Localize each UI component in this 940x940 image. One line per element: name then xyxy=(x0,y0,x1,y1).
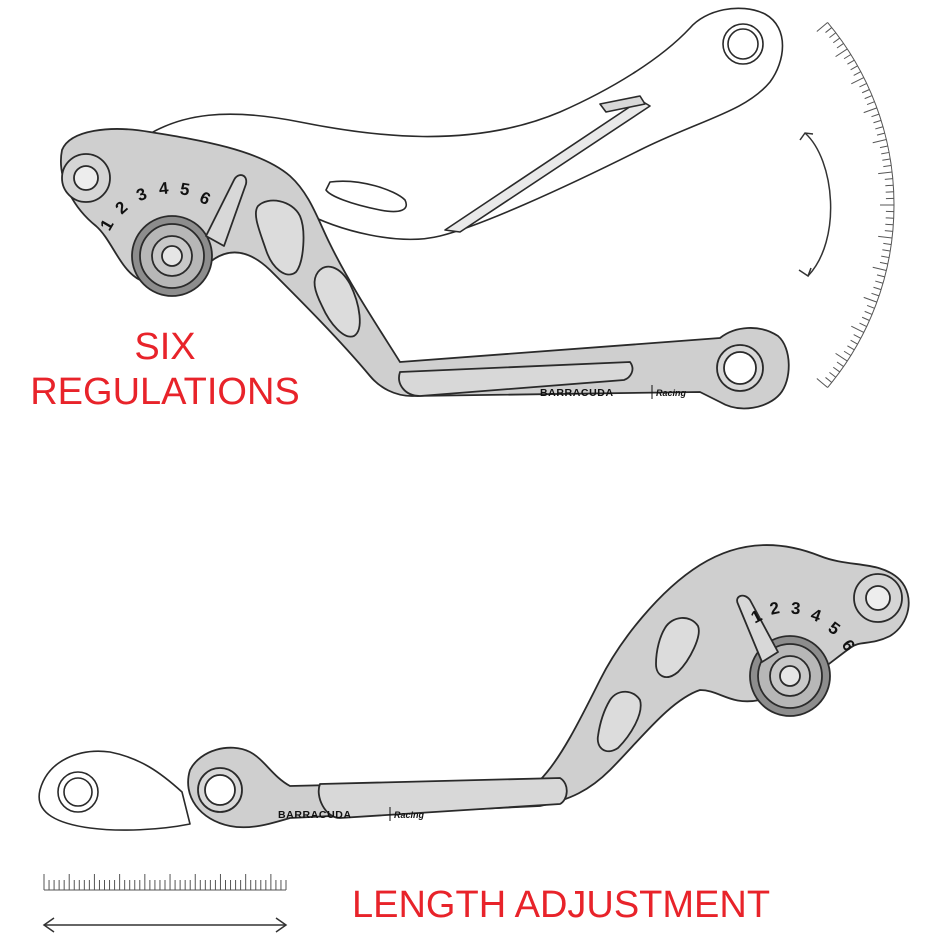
angle-scale-tick xyxy=(861,316,870,321)
angle-scale-tick xyxy=(843,54,852,60)
angle-scale-tick xyxy=(829,32,837,39)
horizontal-double-arrow-icon xyxy=(42,917,288,933)
angle-scale-tick xyxy=(884,178,893,180)
angle-scale-tick xyxy=(885,184,894,187)
angle-scale-tick xyxy=(872,139,887,144)
angle-scale-tick xyxy=(866,101,875,106)
angle-scale-tick xyxy=(847,59,855,65)
angle-scale-tick xyxy=(878,235,893,239)
angle-scale-tick xyxy=(876,132,885,136)
angle-scale-tick xyxy=(873,286,882,291)
angle-scale-tick xyxy=(859,83,867,88)
angle-scale-tick xyxy=(871,292,880,297)
top-main-lever xyxy=(60,128,790,410)
bottom-ghost-lever xyxy=(38,750,191,831)
angle-scale-tick xyxy=(872,266,887,271)
angle-scale-tick xyxy=(881,151,890,155)
six-regulations-caption-line2: REGULATIONS xyxy=(30,371,300,413)
angle-scale-tick xyxy=(835,352,848,362)
angle-scale-tick xyxy=(832,366,841,373)
angle-scale-tick xyxy=(876,274,885,278)
angle-scale-tick xyxy=(816,22,828,32)
angle-scale-tick xyxy=(885,223,894,226)
angle-scale xyxy=(816,22,895,388)
top-dial-5: 5 xyxy=(179,179,192,199)
angle-scale-tick xyxy=(883,164,892,168)
angle-scale-tick xyxy=(864,95,873,100)
curved-double-arrow-icon xyxy=(798,132,832,278)
angle-scale-tick xyxy=(871,113,880,118)
angle-scale-tick xyxy=(861,89,870,94)
top-lever-assembly: 1 2 3 4 5 6 BARRACUDA Racing xyxy=(60,7,895,410)
angle-scale-tick xyxy=(816,378,828,388)
angle-scale-tick xyxy=(829,371,837,378)
angle-scale-tick xyxy=(843,350,852,356)
top-brand-sub: Racing xyxy=(656,388,687,398)
angle-scale-tick xyxy=(836,43,844,49)
angle-scale-tick xyxy=(882,249,891,252)
angle-scale-tick xyxy=(879,145,888,149)
angle-scale-tick xyxy=(850,65,858,71)
bottom-brand-name: BARRACUDA xyxy=(278,809,352,821)
length-adjustment-caption: LENGTH ADJUSTMENT xyxy=(352,884,771,926)
angle-scale-tick xyxy=(832,37,841,44)
angle-scale-tick xyxy=(863,296,878,303)
angle-scale-tick xyxy=(878,171,893,175)
six-regulations-caption-line1: SIX xyxy=(134,326,196,368)
bottom-brand-sub: Racing xyxy=(394,810,425,820)
top-brand-name: BARRACUDA xyxy=(540,387,614,399)
angle-scale-tick xyxy=(825,377,833,383)
bottom-lever-assembly: 1 2 3 4 5 6 BARRACUDA Racing xyxy=(38,544,910,933)
angle-scale-tick xyxy=(859,322,867,327)
angle-scale-tick xyxy=(884,230,893,232)
angle-scale-tick xyxy=(825,27,833,33)
length-scale xyxy=(43,874,287,891)
angle-scale-tick xyxy=(853,71,861,76)
bottom-dial-3: 3 xyxy=(790,599,801,619)
angle-scale-tick xyxy=(850,339,858,345)
angle-scale-tick xyxy=(836,361,844,367)
bottom-dial-2: 2 xyxy=(768,598,781,619)
bottom-main-lever xyxy=(187,544,910,829)
angle-scale-tick xyxy=(835,48,848,58)
angle-scale-tick xyxy=(882,158,891,161)
angle-scale-tick xyxy=(879,261,888,265)
angle-scale-tick xyxy=(853,334,861,339)
angle-scale-tick xyxy=(881,255,890,259)
top-dial-4: 4 xyxy=(158,179,170,199)
top-brand-mark: BARRACUDA Racing xyxy=(540,385,687,399)
angle-scale-tick xyxy=(851,77,865,85)
angle-scale-tick xyxy=(866,304,875,309)
angle-scale-tick xyxy=(873,119,882,124)
angle-scale-tick xyxy=(875,280,884,284)
top-ghost-lever xyxy=(139,7,784,241)
angle-scale-tick xyxy=(864,310,873,315)
angle-scale-tick xyxy=(847,345,855,351)
angle-scale-tick xyxy=(863,107,878,114)
angle-scale-tick xyxy=(851,325,865,333)
angle-scale-tick xyxy=(875,126,884,130)
angle-scale-tick xyxy=(883,242,892,246)
bottom-brand-mark: BARRACUDA Racing xyxy=(278,807,425,821)
